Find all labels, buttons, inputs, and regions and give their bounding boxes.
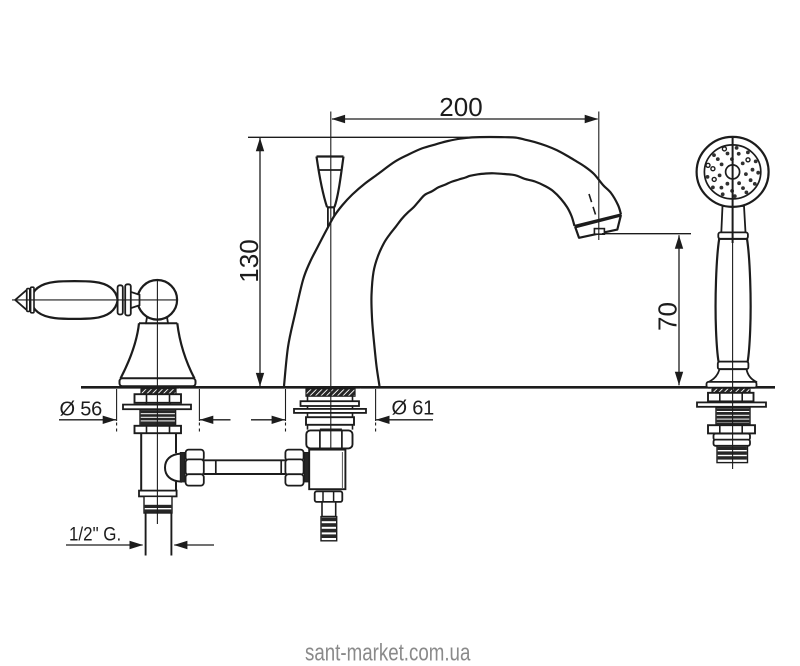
svg-text:130: 130	[234, 239, 264, 282]
svg-text:1/2" G.: 1/2" G.	[69, 522, 121, 544]
svg-text:Ø 56: Ø 56	[60, 399, 103, 421]
svg-text:Ø 61: Ø 61	[392, 398, 435, 420]
svg-text:200: 200	[439, 92, 482, 122]
svg-text:70: 70	[653, 302, 683, 331]
svg-text:sant-market.com.ua: sant-market.com.ua	[305, 639, 470, 666]
